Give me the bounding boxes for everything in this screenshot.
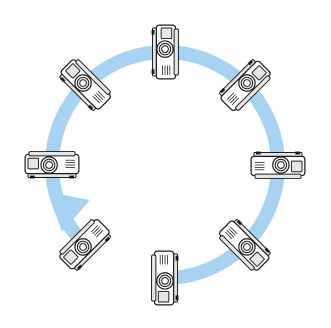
projectors: [24, 24, 306, 306]
projector-right: [250, 150, 306, 180]
projector-left: [24, 150, 80, 180]
projector-bottom: [150, 250, 180, 306]
projector-top: [150, 24, 180, 80]
